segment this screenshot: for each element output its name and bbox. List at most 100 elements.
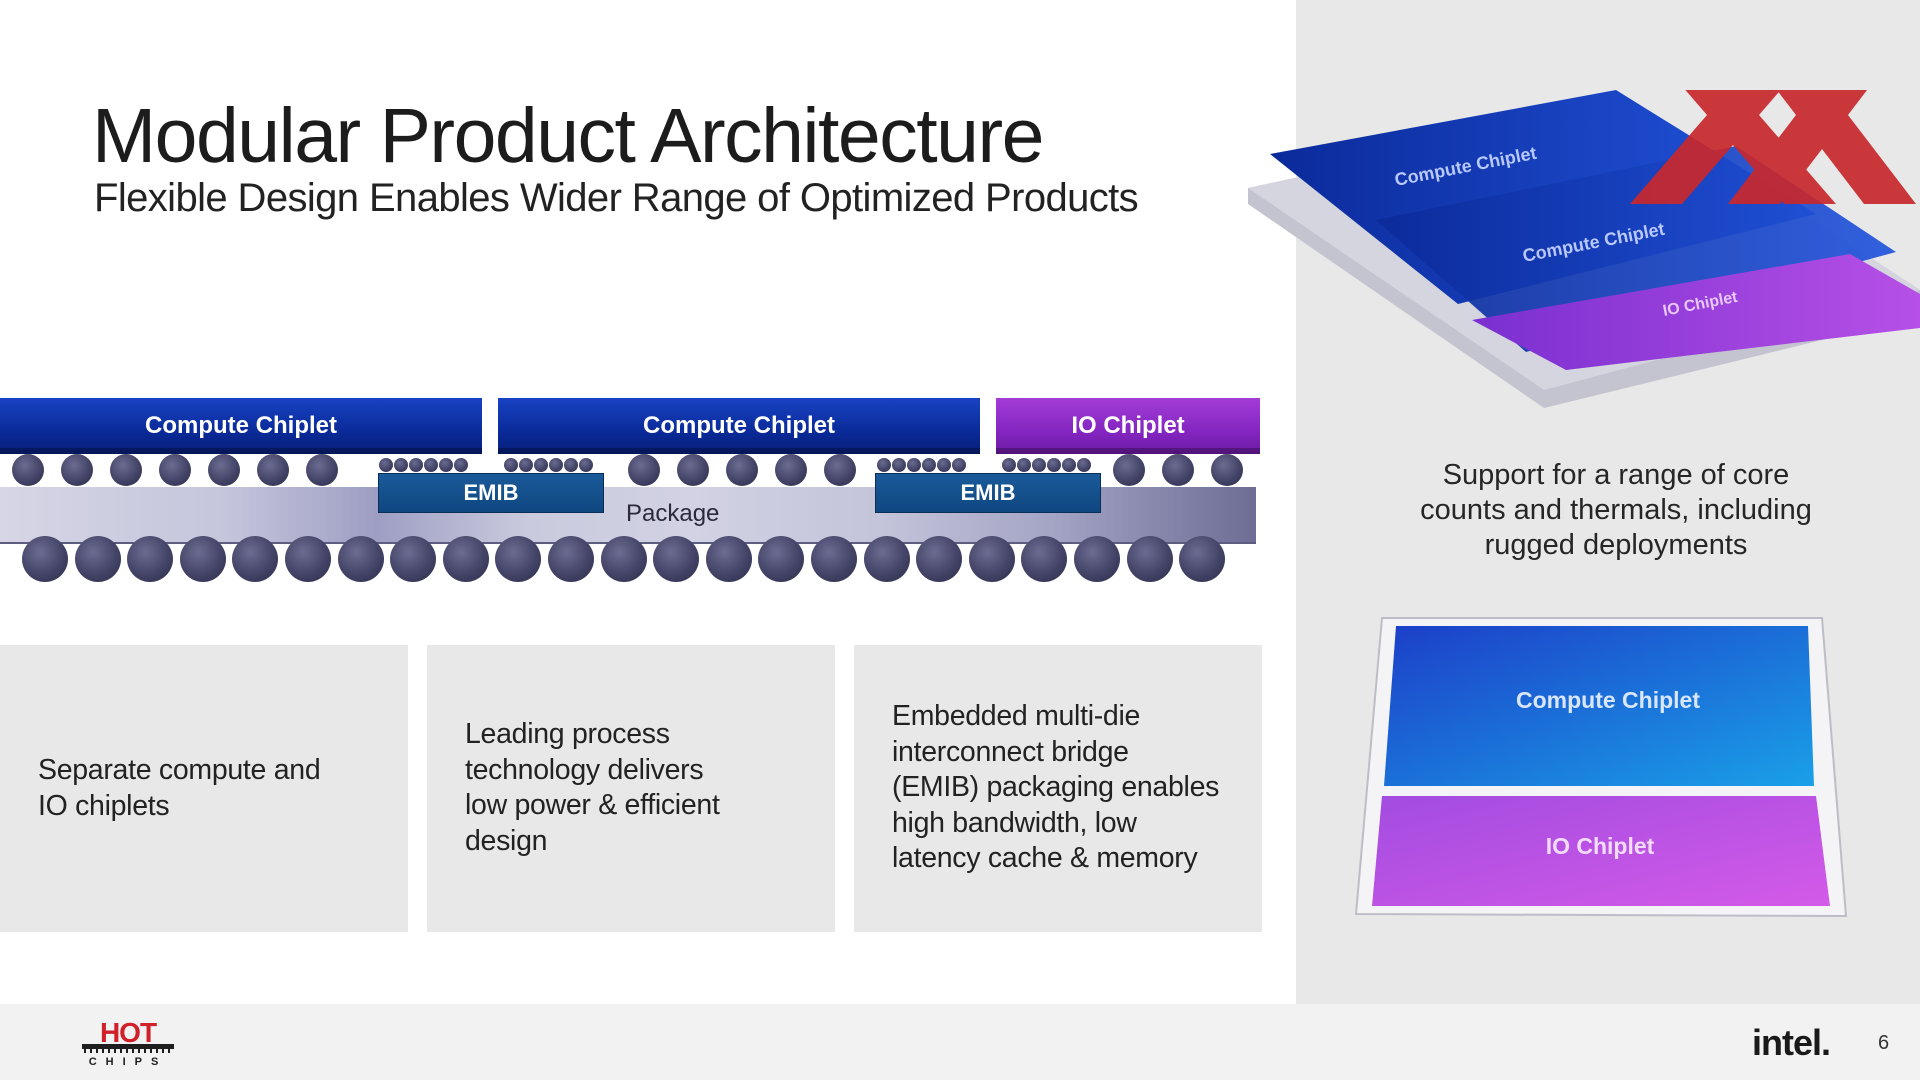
emib-microbump [907, 458, 921, 472]
feature-line: IO chiplets [38, 789, 170, 822]
emib-microbump [504, 458, 518, 472]
emib-label: EMIB [960, 480, 1016, 505]
emib-microbump [1047, 458, 1061, 472]
package-bump [1021, 536, 1068, 582]
chiplet-bump [208, 454, 240, 486]
intel-logo: intel. [1752, 1022, 1831, 1063]
chiplet-bump [726, 454, 758, 486]
emib-microbump [394, 458, 408, 472]
emib-microbump [1017, 458, 1031, 472]
emib-microbump [1002, 458, 1016, 472]
package-bump [495, 536, 542, 582]
emib-microbump [1077, 458, 1091, 472]
support-line: Support for a range of core [1442, 459, 1790, 491]
package-bump [653, 536, 700, 582]
emib-bridge-2: EMIB [875, 473, 1101, 513]
emib-microbump [454, 458, 468, 472]
chiplet-bump [628, 454, 660, 486]
hot-chips-logo: HOT CHIPS [82, 1017, 174, 1068]
feature-line: low power & efficient [465, 789, 720, 821]
feature-box-3: Embedded multi-die interconnect bridge (… [854, 645, 1262, 932]
emib-microbump [877, 458, 891, 472]
chiplet-bump [1113, 454, 1145, 486]
slide-subtitle: Flexible Design Enables Wider Range of O… [94, 176, 1139, 220]
chiplet-bump [775, 454, 807, 486]
package-bump [1179, 536, 1226, 582]
emib-microbump [519, 458, 533, 472]
emib-microbump [1062, 458, 1076, 472]
compute-chiplet-1: Compute Chiplet [0, 398, 482, 454]
feature-line: Leading process [465, 718, 670, 750]
chip-2d-render: Compute Chiplet IO Chiplet [1354, 617, 1848, 918]
chiplet-bump [677, 454, 709, 486]
emib-microbump [922, 458, 936, 472]
feature-box-1: Separate compute and IO chiplets [0, 645, 408, 932]
emib-microbump [424, 458, 438, 472]
package-bump [705, 536, 752, 582]
feature-box-2: Leading process technology delivers low … [427, 645, 835, 932]
chip-3d-render: Compute Chiplet Compute Chiplet IO Chipl… [1248, 90, 1920, 408]
emib-microbump [439, 458, 453, 472]
package-bump [548, 536, 594, 582]
watermark-xx-icon [1630, 90, 1916, 204]
feature-text: Separate compute and IO chiplets [38, 753, 321, 824]
package-label: Package [626, 500, 720, 527]
chiplet-bump [61, 454, 93, 486]
package-bump [968, 536, 1015, 582]
emib-microbump [409, 458, 423, 472]
package-bump [22, 536, 68, 582]
feature-line: latency cache & memory [892, 842, 1198, 874]
emib-microbump [564, 458, 578, 472]
emib-bridge-1: EMIB [378, 473, 604, 513]
package-bump [127, 536, 174, 582]
slide-title: Modular Product Architecture [92, 93, 1044, 179]
chiplet-bump [306, 454, 338, 486]
emib-microbump [1032, 458, 1046, 472]
footer-bar [0, 1004, 1920, 1080]
emib-microbump [892, 458, 906, 472]
support-line: rugged deployments [1484, 529, 1748, 561]
feature-line: (EMIB) packaging enables [892, 771, 1220, 803]
package-bump [916, 536, 963, 582]
chiplet-bump [159, 454, 191, 486]
package-bump [863, 536, 910, 582]
feature-text: Leading process technology delivers low … [465, 717, 720, 859]
feature-line: high bandwidth, low [892, 806, 1137, 839]
chiplet-bump [1211, 454, 1243, 486]
chiplet-bump [1162, 454, 1194, 486]
chiplet-bump [824, 454, 856, 486]
support-text: Support for a range of core counts and t… [1396, 458, 1836, 563]
page-number: 6 [1878, 1032, 1890, 1054]
package-bump [600, 536, 647, 582]
package-bump [442, 536, 489, 582]
support-line: counts and thermals, including [1420, 494, 1812, 526]
feature-line: Embedded multi-die [892, 700, 1141, 732]
emib-microbump [952, 458, 966, 472]
emib-microbump [549, 458, 563, 472]
chip2d-io-label: IO Chiplet [1546, 833, 1655, 859]
package-bump [758, 536, 805, 582]
package-bump [1074, 536, 1120, 582]
compute-chiplet-2: Compute Chiplet [498, 398, 980, 454]
package-bump [1126, 536, 1173, 582]
chiplet-label: Compute Chiplet [145, 412, 337, 439]
package-bump [74, 536, 121, 582]
feature-line: interconnect bridge [892, 735, 1129, 768]
hot-chips-logo-subtext: CHIPS [89, 1056, 168, 1068]
io-chiplet: IO Chiplet [996, 398, 1260, 454]
feature-line: Separate compute and [38, 754, 321, 786]
package-bump [179, 536, 226, 582]
emib-label: EMIB [463, 480, 519, 505]
hot-chips-logo-text: HOT [100, 1017, 157, 1048]
chiplet-bump [110, 454, 142, 486]
chiplet-label: IO Chiplet [1071, 412, 1185, 439]
package-bump [337, 536, 384, 582]
chiplet-label: Compute Chiplet [643, 412, 835, 439]
emib-microbump [937, 458, 951, 472]
feature-line: design [465, 824, 548, 857]
chip2d-compute-label: Compute Chiplet [1516, 687, 1700, 713]
package-bump [811, 536, 857, 582]
chiplet-bump [12, 454, 44, 486]
emib-microbump [379, 458, 393, 472]
chiplet-bump [257, 454, 289, 486]
